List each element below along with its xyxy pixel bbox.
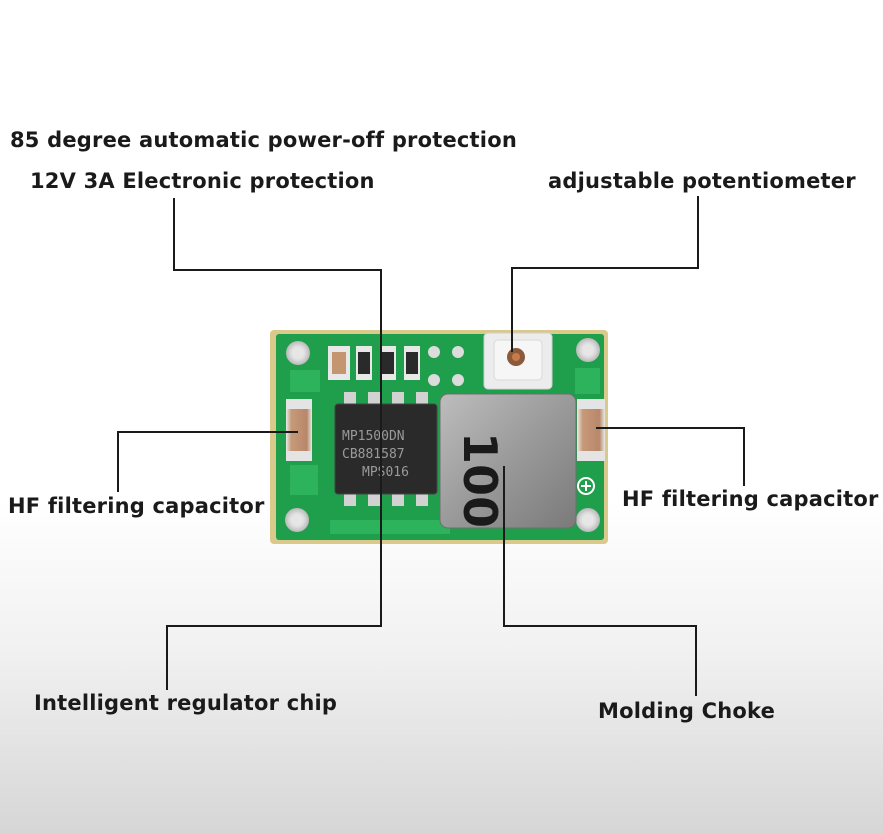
leader-lines (117, 196, 745, 696)
potentiometer (483, 332, 553, 390)
hf-capacitor-right (577, 399, 605, 461)
plus-icon (577, 477, 595, 495)
chip-marking-line1: MP1500DN (342, 429, 405, 444)
hf-capacitor-left-label: HF filtering capacitor (8, 494, 265, 518)
leader-regulator-chip (166, 512, 382, 690)
regulator-chip-label: Intelligent regulator chip (34, 691, 338, 715)
inductor-marking: 100 (453, 432, 507, 528)
chip-marking-line2: CB881587 (342, 447, 405, 462)
molding-choke-label: Molding Choke (598, 699, 776, 723)
leader-hf-right (596, 427, 745, 486)
smd-components (328, 346, 464, 386)
chip-marking-line3: MPS016 (362, 465, 409, 480)
mounting-hole-icon (285, 338, 600, 532)
leader-molding-choke (503, 466, 697, 696)
hf-capacitor-right-label: HF filtering capacitor (622, 487, 879, 511)
molding-choke: 100 (439, 393, 577, 529)
power-off-protection-label: 85 degree automatic power-off protection (10, 128, 517, 152)
leader-potentiometer (511, 196, 699, 352)
leader-hf-left (117, 431, 298, 492)
electronic-protection-label: 12V 3A Electronic protection (30, 169, 375, 193)
hf-capacitor-left (286, 399, 312, 461)
leader-protection (173, 198, 382, 512)
potentiometer-label: adjustable potentiometer (548, 169, 856, 193)
regulator-chip: MP1500DN CB881587 MPS016 (334, 392, 438, 506)
